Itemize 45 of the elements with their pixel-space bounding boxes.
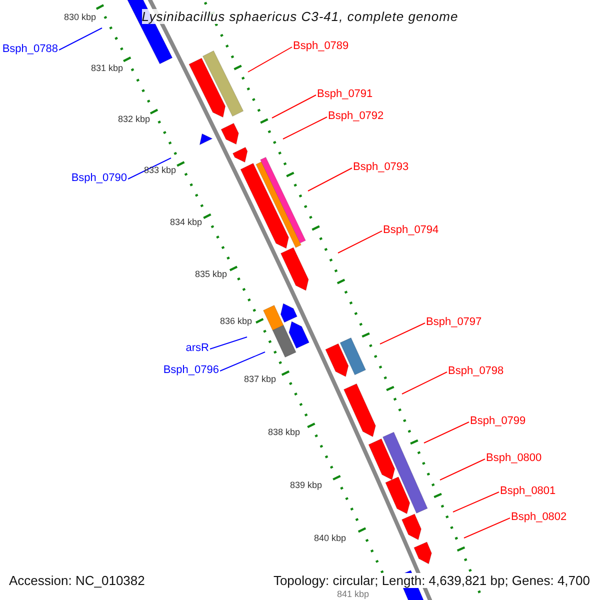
leader-line: [308, 168, 352, 192]
position-label: 832 kbp: [118, 114, 150, 125]
leader-line: [452, 492, 500, 512]
leader-line: [58, 28, 102, 50]
gene-label: Bsph_0797: [426, 316, 482, 329]
position-label: 830 kbp: [64, 12, 96, 23]
position-label: 836 kbp: [220, 316, 252, 327]
leader-line: [282, 116, 328, 140]
position-label: 839 kbp: [290, 480, 322, 491]
gene-label: Bsph_0800: [486, 452, 542, 465]
leader-line: [464, 518, 510, 538]
leader-line: [210, 336, 248, 350]
position-label: 837 kbp: [244, 374, 276, 385]
gene-label: Bsph_0802: [511, 511, 567, 524]
gene-label: arsR: [186, 342, 209, 355]
position-label: 838 kbp: [268, 427, 300, 438]
leader-line: [128, 158, 172, 180]
leader-line: [248, 46, 292, 72]
accession-text: Accession: NC_010382: [9, 573, 145, 588]
leader-line: [338, 230, 382, 254]
gene-label: Bsph_0793: [353, 161, 409, 174]
gene-label: Bsph_0796: [163, 364, 219, 377]
leader-line: [272, 94, 316, 118]
leader-line: [440, 458, 486, 480]
leader-line: [380, 322, 426, 344]
position-label: 841 kbp: [337, 589, 370, 600]
position-label: 834 kbp: [170, 217, 202, 228]
leader-line: [424, 422, 470, 444]
genome-summary-text: Topology: circular; Length: 4,639,821 bp; Genes: 4,700: [273, 573, 590, 588]
gene-label: Bsph_0788: [2, 43, 58, 56]
gene-label: Bsph_0789: [293, 40, 349, 53]
gene-label: Bsph_0794: [383, 224, 439, 237]
gene-label: Bsph_0791: [317, 88, 373, 101]
position-label: 840 kbp: [314, 533, 346, 544]
gene-label: Bsph_0799: [470, 415, 526, 428]
position-label: 835 kbp: [195, 269, 228, 280]
position-label: 833 kbp: [144, 165, 176, 176]
gene-label: Bsph_0790: [71, 172, 127, 185]
leader-line: [220, 352, 266, 372]
gene-label: Bsph_0792: [328, 110, 384, 123]
position-label: 831 kbp: [91, 63, 124, 74]
gene-label: Bsph_0801: [500, 485, 556, 498]
gene-label: Bsph_0798: [448, 365, 504, 378]
leader-line: [402, 372, 448, 394]
map-title: Lysinibacillus sphaericus C3-41, complete genome: [142, 9, 458, 24]
